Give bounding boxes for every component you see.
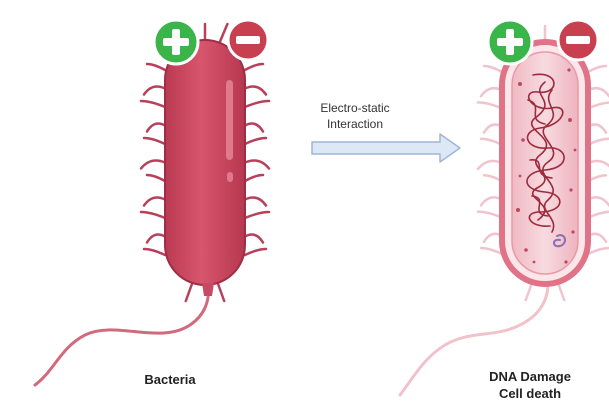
- pilus: [245, 235, 263, 243]
- minus-circle-icon: [228, 20, 268, 60]
- bacterium-highlight-dot-left: [227, 172, 233, 182]
- pilus: [245, 212, 269, 218]
- interaction-caption-line1: Electro-static: [300, 100, 410, 116]
- pilus: [478, 102, 502, 108]
- pilus: [588, 197, 609, 205]
- pilus: [141, 161, 165, 169]
- dna-damage-label-line2: Cell death: [455, 385, 605, 402]
- pilus: [588, 102, 609, 108]
- pilus: [588, 248, 609, 254]
- pilus: [245, 138, 266, 144]
- pilus: [245, 101, 269, 107]
- flagellum-base-left: [202, 283, 214, 296]
- pilus: [245, 64, 263, 70]
- bacterium-body-left: [165, 40, 245, 285]
- pilus: [588, 212, 609, 218]
- pilus: [588, 139, 609, 145]
- pilus: [478, 161, 502, 169]
- pilus: [186, 281, 193, 301]
- pilus: [245, 249, 266, 255]
- pilus: [217, 281, 224, 301]
- pilus: [484, 66, 502, 72]
- bacterium-left: [35, 24, 269, 385]
- damaged-cell-inner: [512, 52, 578, 274]
- pilus: [147, 175, 165, 181]
- dna-damage-label: DNA Damage Cell death: [455, 368, 605, 402]
- pilus: [481, 139, 502, 145]
- bacteria-label: Bacteria: [110, 372, 230, 387]
- bacterium-highlight-left: [226, 80, 233, 160]
- pilus: [481, 197, 502, 205]
- pilus: [147, 124, 165, 132]
- pilus: [245, 124, 263, 132]
- plus-circle-icon: [488, 20, 532, 64]
- pilus: [245, 87, 266, 95]
- pilus: [245, 161, 269, 169]
- interaction-caption-line2: Interaction: [300, 116, 410, 132]
- pilus: [144, 87, 165, 95]
- pilus: [245, 198, 266, 206]
- dna-damage-label-line1: DNA Damage: [455, 368, 605, 385]
- pilus: [245, 175, 263, 181]
- pilus: [588, 66, 606, 72]
- pilus: [141, 101, 165, 107]
- pilus: [144, 198, 165, 206]
- plus-circle-icon: [154, 20, 198, 64]
- minus-circle-icon: [558, 20, 598, 60]
- pilus: [141, 212, 165, 218]
- bacterium-right: [400, 26, 609, 395]
- pilus: [144, 249, 165, 255]
- pilus: [481, 88, 502, 96]
- pilus: [147, 235, 165, 243]
- pilus: [588, 88, 609, 96]
- pilus: [144, 138, 165, 144]
- pilus: [588, 161, 609, 169]
- pilus: [478, 212, 502, 218]
- pilus: [147, 64, 165, 70]
- flagellum-left: [35, 285, 208, 385]
- pilus: [481, 248, 502, 254]
- interaction-caption: Electro-static Interaction: [300, 100, 410, 132]
- right-arrow-icon: [312, 134, 460, 162]
- pilus: [219, 24, 227, 44]
